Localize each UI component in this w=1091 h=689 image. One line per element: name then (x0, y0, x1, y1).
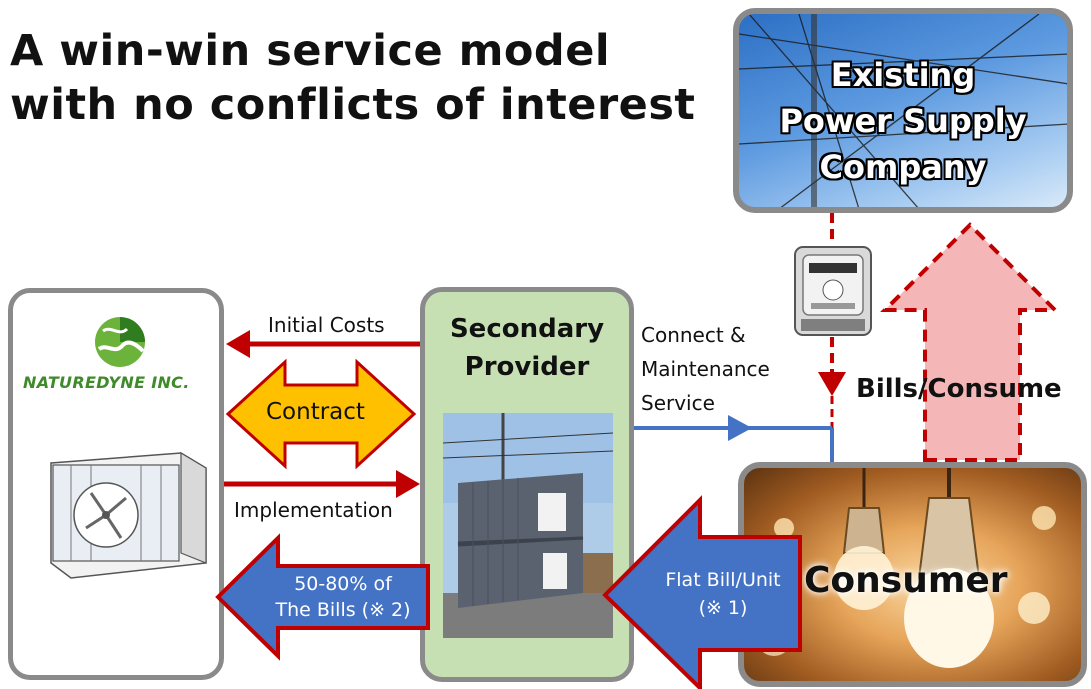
contract-arrow (225, 358, 417, 470)
consumer-label: Consumer (804, 560, 1008, 601)
share-of-bills-arrow (215, 533, 430, 661)
implementation-label: Implementation (234, 498, 393, 522)
flat-bill-arrow (602, 495, 802, 689)
page-title: A win-win service model with no conflict… (10, 24, 695, 132)
share-line-2: The Bills (※ 2) (275, 599, 411, 621)
connect-maintenance-label: Connect & Maintenance Service (641, 318, 770, 420)
connect-line-1: Connect & (641, 323, 746, 347)
supplier-line-3: Company (819, 148, 987, 186)
secondary-line-1: Secondary (449, 314, 605, 344)
air-to-water-machine-icon (50, 451, 207, 579)
contract-label: Contract (266, 399, 365, 425)
bills-consume-label: Bills/Consume (856, 374, 1062, 404)
naturedyne-box: NATUREDYNE INC. (8, 288, 224, 680)
power-supply-company-label: Existing Power Supply Company (739, 52, 1067, 190)
bills-consume-arrow (880, 222, 1060, 462)
naturedyne-logo-text: NATUREDYNE INC. (23, 373, 190, 392)
power-supply-company-box: Existing Power Supply Company (733, 8, 1073, 213)
connect-maintenance-arrow-head (728, 415, 752, 441)
implementation-arrow-head (396, 470, 420, 498)
connect-line-3: Service (641, 391, 715, 415)
electric-meter-icon (794, 246, 872, 336)
flat-line-2: (※ 1) (698, 597, 748, 619)
secondary-provider-label: Secondary Provider (425, 310, 629, 386)
initial-costs-label: Initial Costs (268, 313, 385, 337)
container-building-photo (443, 413, 613, 638)
initial-costs-arrow-head (226, 330, 250, 358)
flat-line-1: Flat Bill/Unit (665, 569, 781, 591)
power-lines-icon (739, 14, 1067, 207)
title-line-2: with no conflicts of interest (10, 80, 696, 130)
share-line-1: 50-80% of (294, 573, 392, 595)
share-of-bills-label: 50-80% of The Bills (※ 2) (268, 571, 418, 623)
supplier-line-1: Existing (830, 56, 976, 94)
naturedyne-logo-icon (95, 317, 145, 367)
flat-bill-label: Flat Bill/Unit (※ 1) (648, 566, 798, 622)
supplier-line-2: Power Supply (779, 102, 1027, 140)
secondary-line-2: Provider (464, 352, 590, 382)
title-line-1: A win-win service model (10, 26, 611, 76)
supply-arrow-head (818, 372, 846, 396)
connect-line-2: Maintenance (641, 357, 770, 381)
